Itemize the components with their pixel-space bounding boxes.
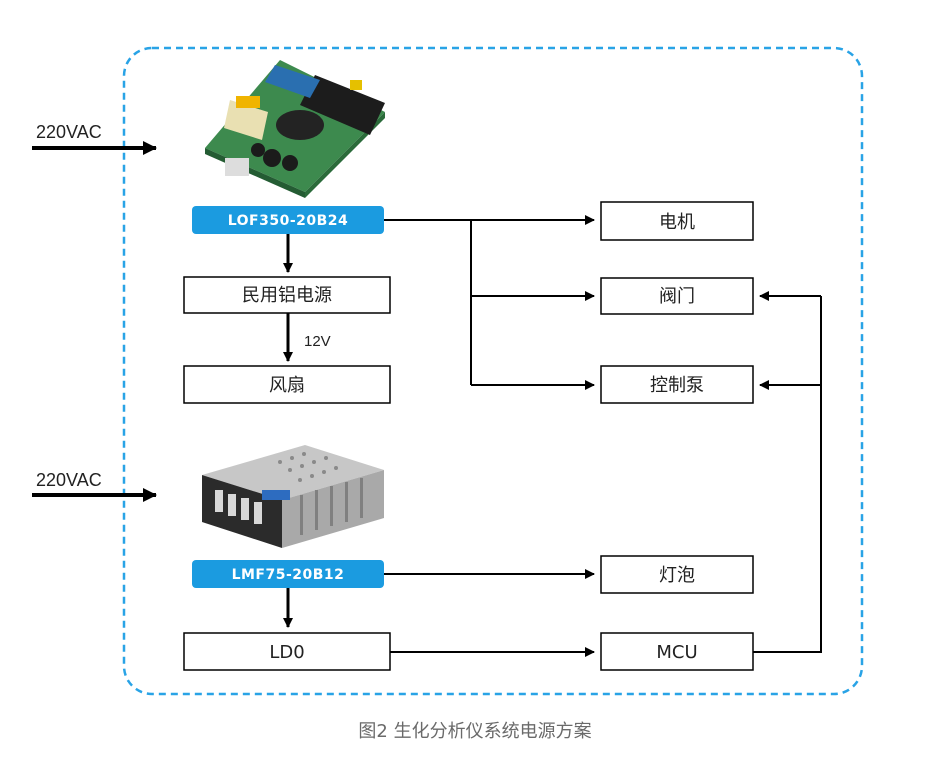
figure-caption: 图2 生化分析仪系统电源方案 bbox=[358, 721, 591, 742]
ac-input-label-top: 220VAC bbox=[36, 122, 102, 142]
system-boundary bbox=[122, 46, 864, 696]
enclosed-psu-image bbox=[202, 445, 384, 548]
fan-block bbox=[183, 365, 391, 404]
mcu-label: MCU bbox=[656, 642, 697, 663]
psu-model-top: LOF350-20B24 bbox=[228, 213, 349, 229]
civil-psu-label: 民用铝电源 bbox=[242, 285, 332, 306]
bulb-block bbox=[600, 555, 754, 594]
open-frame-psu-image bbox=[205, 60, 385, 198]
valve-block bbox=[600, 277, 754, 315]
bulb-label: 灯泡 bbox=[659, 565, 695, 586]
psu-label-bottom bbox=[192, 560, 384, 588]
motor-label: 电机 bbox=[659, 212, 695, 233]
valve-label: 阀门 bbox=[659, 286, 695, 307]
psu-model-bottom: LMF75-20B12 bbox=[232, 567, 345, 583]
mcu-block bbox=[600, 632, 754, 671]
ac-input-label-bottom: 220VAC bbox=[36, 470, 102, 490]
voltage-12v-label: 12V bbox=[304, 333, 331, 350]
civil-psu-block bbox=[183, 276, 391, 314]
fan-label: 风扇 bbox=[269, 375, 305, 396]
pump-label: 控制泵 bbox=[650, 375, 704, 396]
pump-block bbox=[600, 365, 754, 404]
ldo-block bbox=[183, 632, 391, 671]
ldo-label: LD0 bbox=[269, 642, 304, 663]
motor-block bbox=[600, 201, 754, 241]
mcu-control-bus bbox=[753, 296, 822, 653]
psu-label-top bbox=[192, 206, 384, 234]
